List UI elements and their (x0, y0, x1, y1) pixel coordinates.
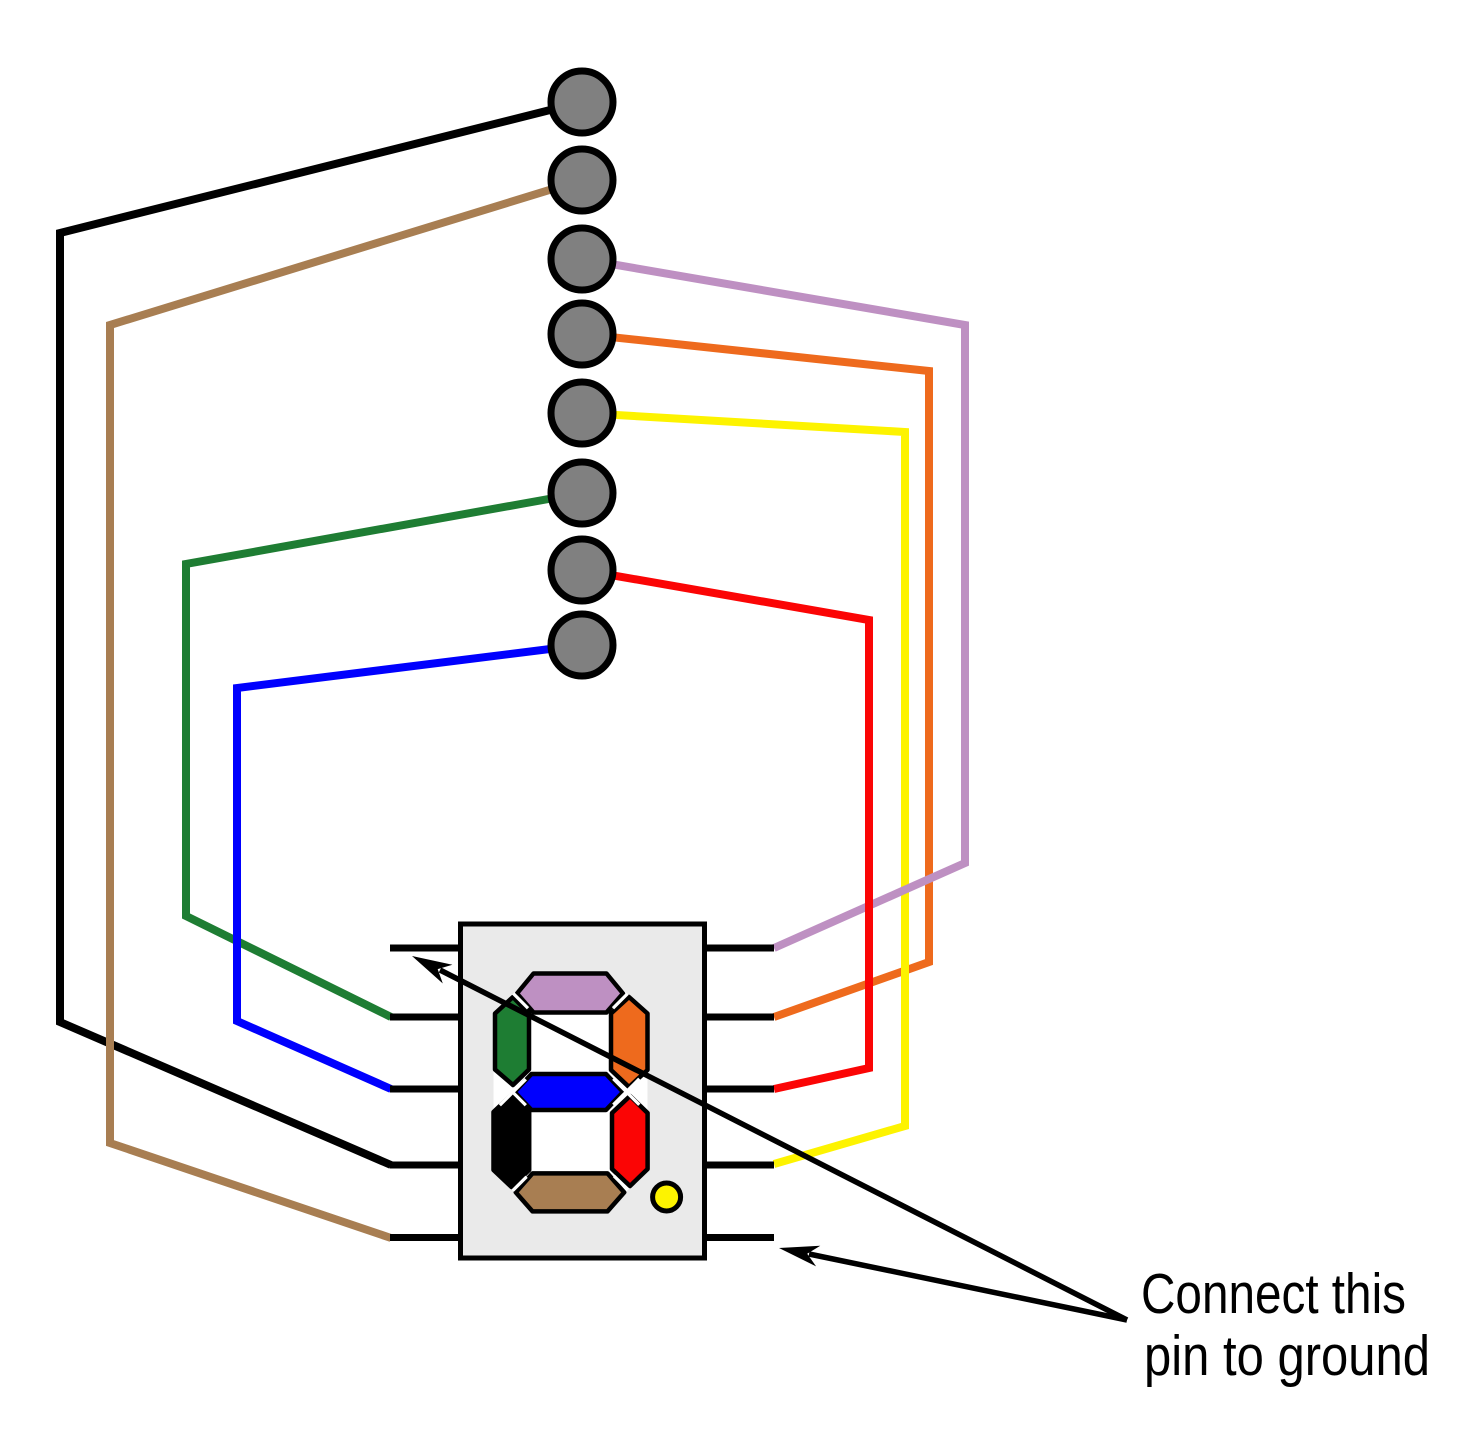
svg-text:pin to ground: pin to ground (1144, 1324, 1430, 1388)
svg-text:Connect this: Connect this (1141, 1262, 1406, 1326)
